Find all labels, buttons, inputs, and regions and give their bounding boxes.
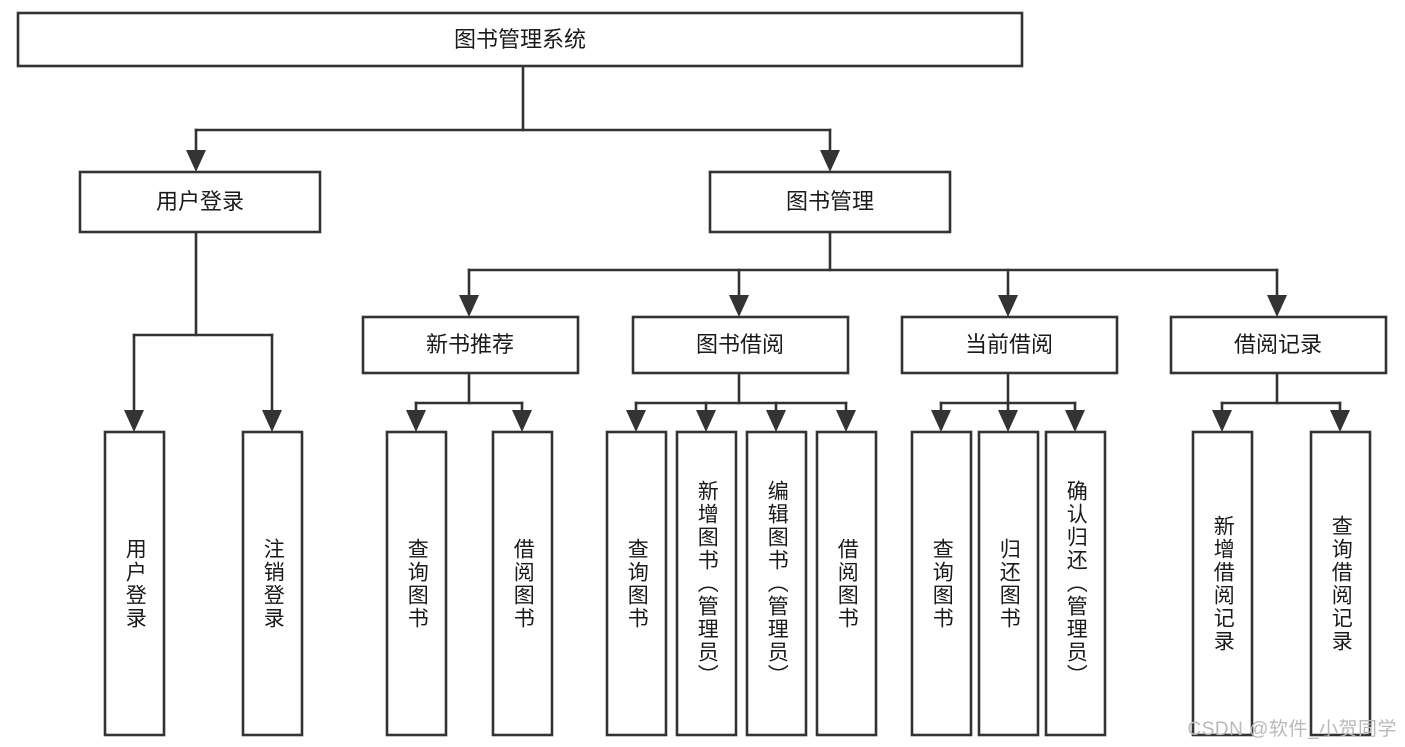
node-leaf-query-book-3[interactable] (910, 430, 973, 737)
connector-userlogin-to-leaves (124, 230, 282, 432)
node-current-borrow-label: 当前借阅 (965, 332, 1053, 357)
node-book-manage[interactable] (708, 170, 952, 234)
node-leaf-query-record[interactable] (1309, 430, 1372, 737)
node-current-borrow[interactable] (900, 315, 1119, 375)
connector-bookborrow-to-leaves (626, 371, 856, 432)
node-user-login[interactable] (78, 170, 322, 234)
connector-bookmanage-to-level3 (459, 230, 1287, 317)
node-leaf-borrow-book-2[interactable] (815, 430, 878, 737)
connector-root-to-level2 (186, 64, 840, 172)
node-leaf-return-book[interactable] (977, 430, 1040, 737)
node-book-borrow[interactable] (631, 315, 850, 375)
watermark-text: CSDN @软件_小贺同学 (1187, 719, 1397, 740)
node-leaf-edit-book[interactable] (745, 430, 808, 737)
connector-currentborrow-to-leaves (931, 371, 1085, 432)
node-leaf-add-record[interactable] (1191, 430, 1254, 737)
node-borrow-record[interactable] (1169, 315, 1388, 375)
connector-newbook-to-leaves (406, 371, 532, 432)
node-leaf-borrow-book-1[interactable] (491, 430, 554, 737)
connector-borrowrecord-to-leaves (1212, 371, 1350, 432)
node-leaf-user-login[interactable] (103, 430, 166, 737)
node-leaf-add-book[interactable] (675, 430, 738, 737)
node-leaf-query-book-2[interactable] (605, 430, 668, 737)
node-leaf-query-book-1[interactable] (385, 430, 448, 737)
node-borrow-record-label: 借阅记录 (1234, 332, 1322, 357)
node-new-book-recommend-label: 新书推荐 (426, 332, 514, 357)
node-book-borrow-label: 图书借阅 (696, 332, 784, 357)
node-user-login-label: 用户登录 (156, 189, 244, 214)
node-root[interactable] (16, 11, 1024, 68)
node-book-manage-label: 图书管理 (786, 189, 874, 214)
node-root-label: 图书管理系统 (454, 27, 586, 52)
node-leaf-user-logout[interactable] (241, 430, 304, 737)
node-new-book-recommend[interactable] (361, 315, 580, 375)
node-leaf-confirm-return[interactable] (1044, 430, 1107, 737)
